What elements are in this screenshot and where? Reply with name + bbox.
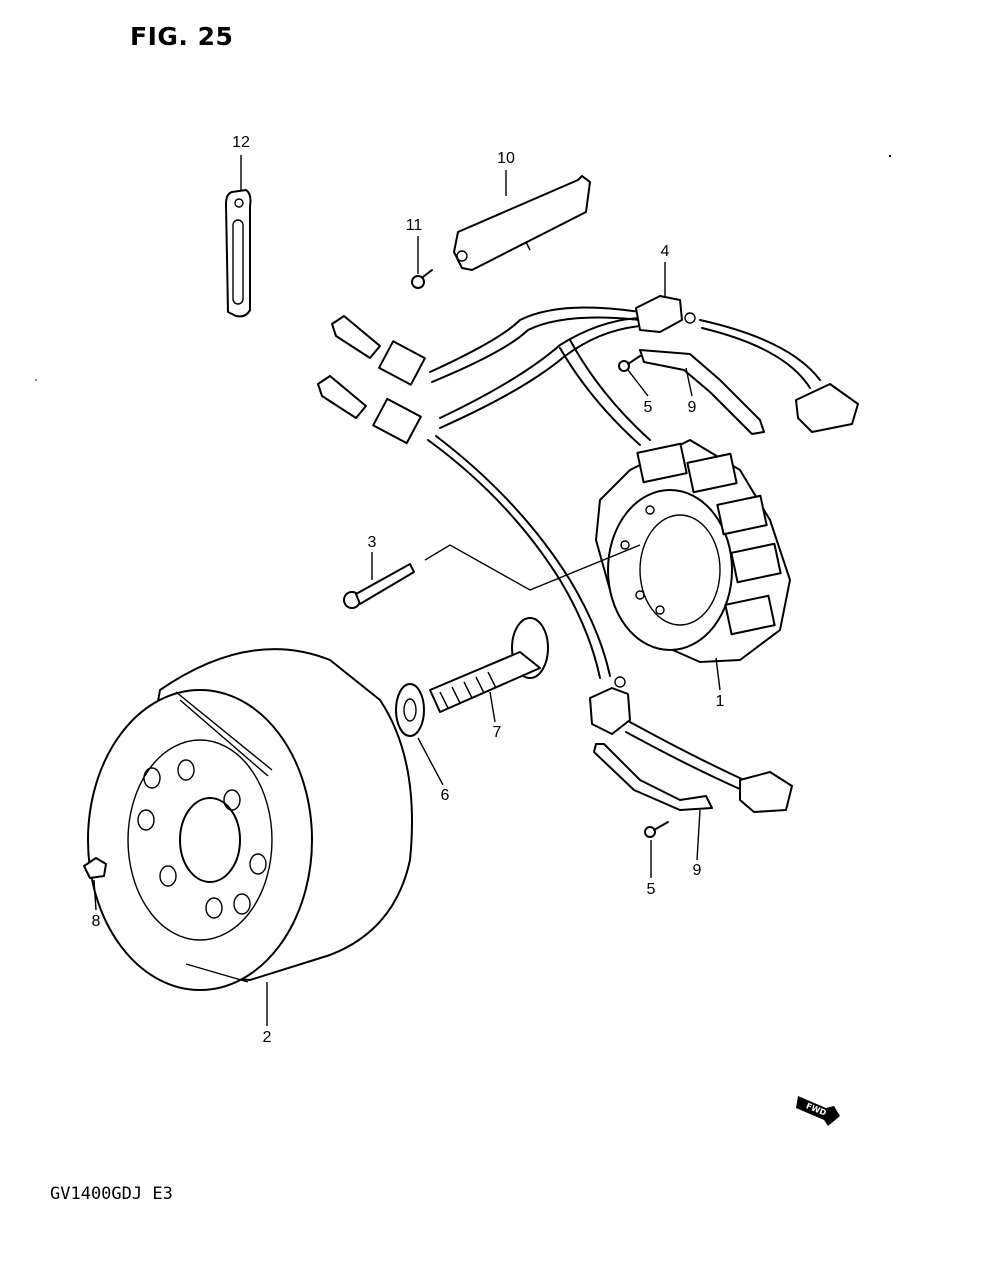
part-2-rotor bbox=[87, 648, 413, 991]
leader-lines bbox=[93, 155, 721, 1026]
callout-11: 11 bbox=[406, 217, 423, 234]
speck bbox=[888, 154, 892, 158]
callout-4: 4 bbox=[661, 243, 670, 260]
part-9-bracket-upper bbox=[639, 349, 765, 435]
part-5-screw-lower bbox=[644, 821, 669, 838]
callout-5-upper: 5 bbox=[644, 399, 653, 416]
part-12-clamp bbox=[225, 189, 252, 318]
part-4-wire-clamp bbox=[635, 295, 696, 333]
harness-connector-lower bbox=[317, 375, 422, 445]
callout-2: 2 bbox=[263, 1029, 272, 1046]
callout-1: 1 bbox=[716, 693, 725, 710]
sensor-coupler-lower-right bbox=[739, 771, 793, 813]
sensor-coupler-lower bbox=[589, 676, 631, 735]
callout-8: 8 bbox=[92, 913, 101, 930]
part-7-rotor-bolt bbox=[429, 617, 549, 713]
callout-7: 7 bbox=[493, 724, 502, 741]
part-6-washer bbox=[395, 683, 425, 737]
part-11-screw bbox=[411, 269, 433, 289]
sensor-coupler-upper bbox=[795, 383, 859, 433]
part-8-key bbox=[83, 857, 107, 879]
fwd-direction-arrow-icon: FWD bbox=[796, 1096, 840, 1126]
model-code: GV1400GDJ E3 bbox=[50, 1184, 173, 1204]
callout-6: 6 bbox=[441, 787, 450, 804]
callout-5-lower: 5 bbox=[647, 881, 656, 898]
figure-title: FIG. 25 bbox=[130, 22, 234, 51]
leader-part-3-to-stator bbox=[424, 544, 641, 591]
part-10-cover-plate bbox=[453, 175, 591, 271]
callout-labels: 12 10 11 4 5 9 3 1 7 6 9 5 8 2 bbox=[92, 134, 725, 1046]
part-3-bolt bbox=[343, 563, 415, 609]
callout-12: 12 bbox=[232, 134, 250, 151]
speck bbox=[35, 379, 37, 381]
part-1-stator bbox=[595, 439, 791, 663]
callout-3: 3 bbox=[368, 534, 377, 551]
part-5-screw-upper bbox=[618, 355, 641, 372]
callout-9-lower: 9 bbox=[693, 862, 702, 879]
part-9-bracket-lower bbox=[593, 743, 713, 811]
harness-connector-upper bbox=[331, 315, 426, 386]
callout-9-upper: 9 bbox=[688, 399, 697, 416]
wiring-harness bbox=[427, 306, 821, 791]
callout-10: 10 bbox=[497, 150, 515, 167]
